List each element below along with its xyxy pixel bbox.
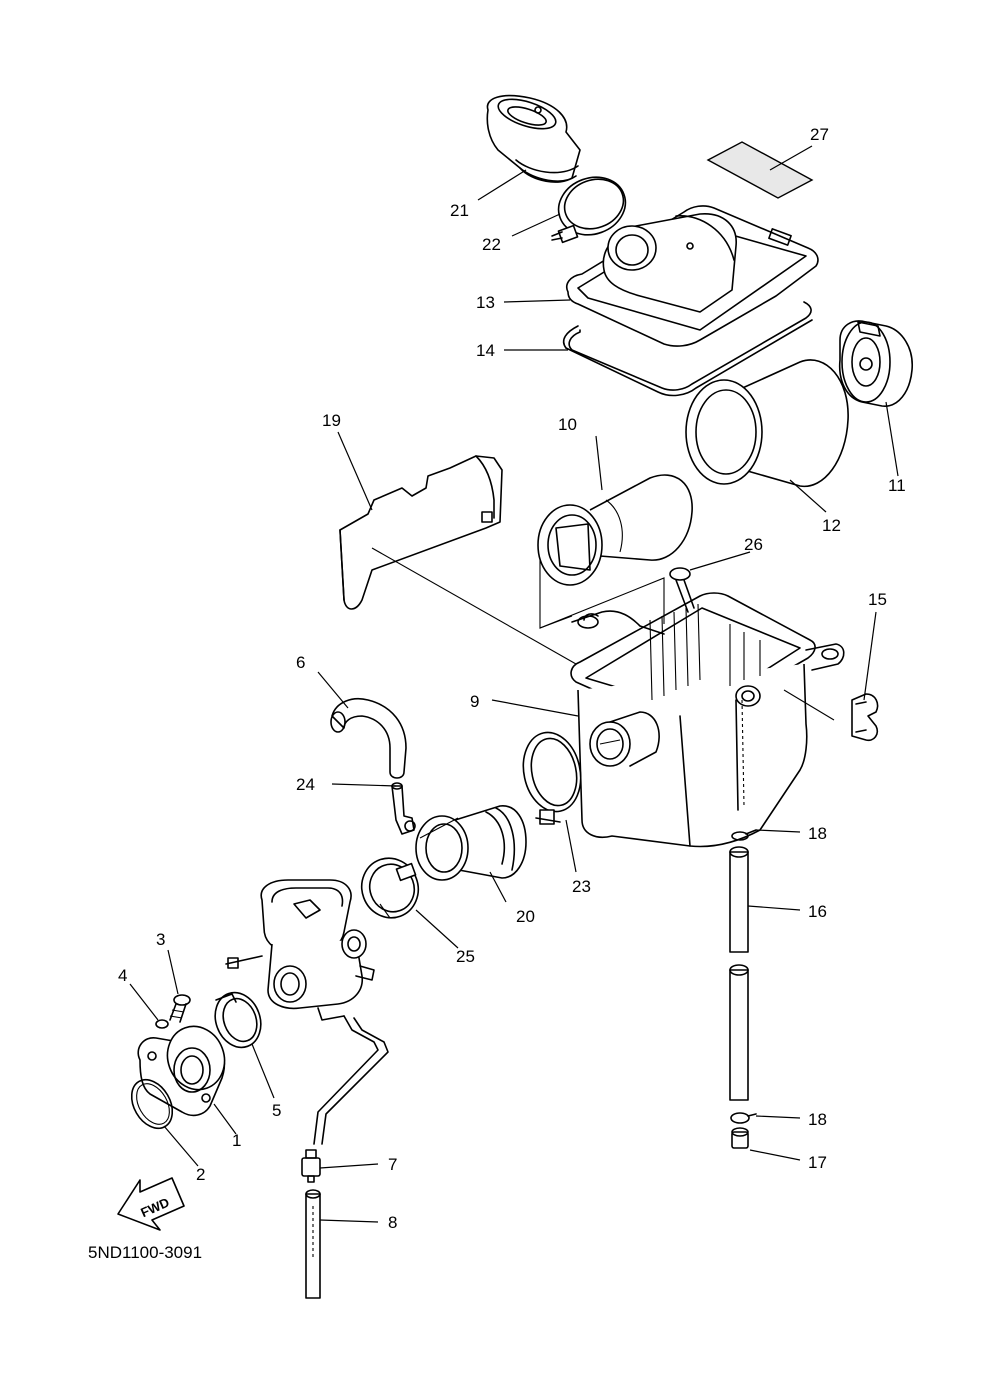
part-17-plug xyxy=(731,1127,749,1149)
callout-18-lower: 18 xyxy=(808,1110,827,1129)
callout-3: 3 xyxy=(156,930,165,949)
part-13-airbox-cover xyxy=(566,205,819,347)
part-14-gasket xyxy=(562,301,813,397)
catalog-code: 5ND1100-3091 xyxy=(88,1243,202,1262)
leader-lines xyxy=(129,145,899,1223)
callout-24: 24 xyxy=(296,775,315,794)
callout-numbers: 1 2 3 4 5 6 7 8 9 10 11 12 13 14 15 16 1… xyxy=(118,125,906,1232)
part-8-drain-hose xyxy=(305,1189,321,1299)
part-27-label-sticker xyxy=(706,141,814,199)
reference-lines xyxy=(371,547,835,919)
callout-25: 25 xyxy=(456,947,475,966)
part-21-intake-funnel xyxy=(486,94,581,183)
part-6-breather-hose xyxy=(330,698,407,779)
callout-2: 2 xyxy=(196,1165,205,1184)
part-5-clamp xyxy=(214,991,262,1049)
part-20-joint xyxy=(415,805,527,881)
part-11-cap xyxy=(838,320,913,407)
callout-27: 27 xyxy=(810,125,829,144)
part-16-drain-tube xyxy=(729,846,749,1101)
callout-1: 1 xyxy=(232,1131,241,1150)
callout-7: 7 xyxy=(388,1155,397,1174)
callout-22: 22 xyxy=(482,235,501,254)
part-22-clamp xyxy=(551,176,627,244)
callout-9: 9 xyxy=(470,692,479,711)
carburetor xyxy=(225,879,389,1145)
callout-17: 17 xyxy=(808,1153,827,1172)
callout-15: 15 xyxy=(868,590,887,609)
part-4-washer xyxy=(155,1019,169,1029)
part-7-fitting xyxy=(301,1149,321,1183)
callout-13: 13 xyxy=(476,293,495,312)
callout-19: 19 xyxy=(322,411,341,430)
part-24-fitting xyxy=(391,782,416,835)
part-18-clip-lower xyxy=(730,1112,757,1124)
part-1-carburetor-joint xyxy=(137,1025,226,1117)
part-26-screw xyxy=(669,567,695,613)
callout-16: 16 xyxy=(808,902,827,921)
part-18-clip-upper xyxy=(731,829,757,841)
part-19-cover-plate xyxy=(339,455,503,610)
callout-23: 23 xyxy=(572,877,591,896)
part-25-clamp xyxy=(360,857,420,919)
callout-21: 21 xyxy=(450,201,469,220)
part-23-clamp xyxy=(522,731,582,825)
callout-6: 6 xyxy=(296,653,305,672)
callout-11: 11 xyxy=(888,476,906,495)
callout-5: 5 xyxy=(272,1101,281,1120)
callout-4: 4 xyxy=(118,966,127,985)
callout-12: 12 xyxy=(822,516,841,535)
callout-8: 8 xyxy=(388,1213,397,1232)
part-12-outer-filter xyxy=(685,359,849,488)
callout-26: 26 xyxy=(744,535,763,554)
part-9-airbox-case xyxy=(570,592,845,848)
part-15-clip xyxy=(851,693,879,742)
callout-14: 14 xyxy=(476,341,495,360)
callout-10: 10 xyxy=(558,415,577,434)
part-10-inner-filter xyxy=(537,474,693,586)
fwd-arrow: FWD xyxy=(117,1177,185,1231)
callout-18-upper: 18 xyxy=(808,824,827,843)
part-3-bolt xyxy=(169,994,191,1023)
callout-20: 20 xyxy=(516,907,535,926)
